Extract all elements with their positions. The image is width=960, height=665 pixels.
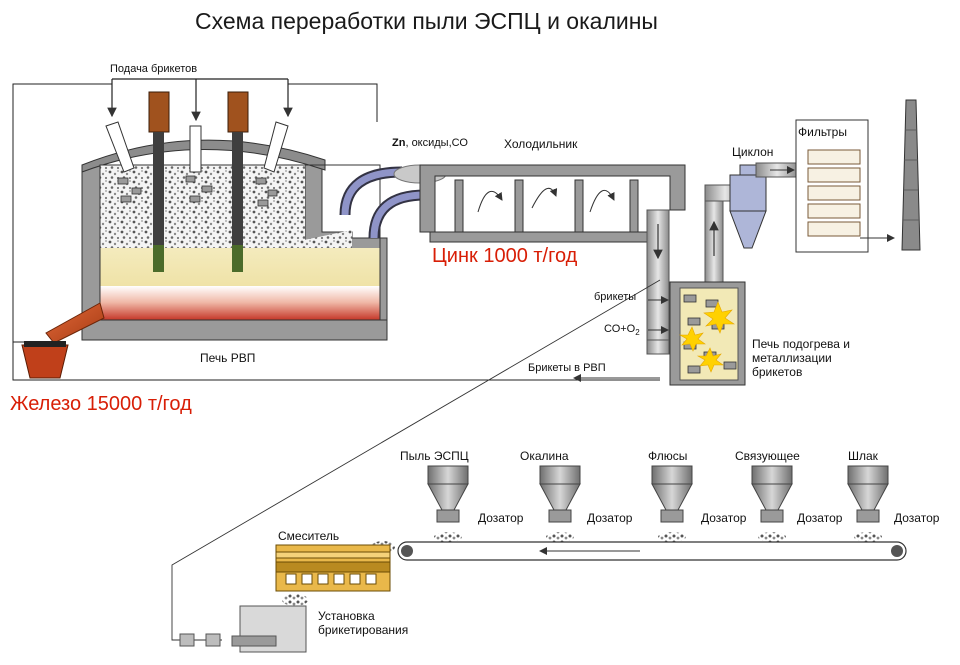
material-label-1: Пыль ЭСПЦ bbox=[400, 449, 469, 463]
hoppers bbox=[427, 465, 889, 542]
cyclone-label: Циклон bbox=[732, 145, 774, 159]
preheat-briquettes-label: брикеты bbox=[594, 291, 637, 303]
chimney bbox=[901, 99, 921, 251]
hopper-3 bbox=[651, 465, 693, 542]
filters bbox=[795, 119, 895, 253]
cooler-label: Холодильник bbox=[504, 137, 578, 151]
briquetting-label: Установка брикетирования bbox=[318, 609, 409, 637]
iron-output: Железо 15000 т/год bbox=[10, 393, 192, 415]
briquettes-to-rvp-label: Брикеты в РВП bbox=[528, 362, 606, 374]
material-label-4: Связующее bbox=[735, 449, 800, 463]
preheat-furnace-label: Печь подогрева и металлизации брикетов bbox=[752, 337, 850, 379]
hopper-4 bbox=[751, 465, 793, 542]
page-title: Схема переработки пыли ЭСПЦ и окалины bbox=[195, 8, 658, 34]
doser-label-4: Дозатор bbox=[797, 511, 843, 525]
cooler bbox=[419, 164, 686, 243]
rvp-furnace bbox=[21, 91, 388, 379]
hopper-5 bbox=[847, 465, 889, 542]
briquetting-unit bbox=[179, 605, 307, 653]
filters-label: Фильтры bbox=[798, 125, 847, 139]
doser-label-1: Дозатор bbox=[478, 511, 524, 525]
zinc-oxides-label: Zn, оксиды,СО bbox=[392, 137, 468, 149]
briquette-transfer-line bbox=[171, 279, 661, 641]
mixer-label: Смеситель bbox=[278, 529, 340, 543]
material-label-2: Окалина bbox=[520, 449, 569, 463]
mixer bbox=[275, 544, 391, 606]
doser-label-5: Дозатор bbox=[894, 511, 940, 525]
conveyor bbox=[371, 541, 907, 561]
cyclone bbox=[729, 162, 799, 249]
feed-arrows bbox=[107, 78, 293, 122]
material-label-3: Флюсы bbox=[648, 449, 688, 463]
hopper-1 bbox=[427, 465, 469, 542]
material-label-5: Шлак bbox=[848, 449, 878, 463]
doser-label-2: Дозатор bbox=[587, 511, 633, 525]
rvp-furnace-label: Печь РВП bbox=[200, 351, 256, 365]
feed-label: Подача брикетов bbox=[110, 63, 198, 75]
hopper-2 bbox=[539, 465, 581, 542]
preheat-furnace bbox=[573, 281, 746, 386]
zinc-output: Цинк 1000 т/год bbox=[432, 245, 578, 267]
co-o2-label: СО+О2 bbox=[604, 323, 640, 338]
doser-label-3: Дозатор bbox=[701, 511, 747, 525]
